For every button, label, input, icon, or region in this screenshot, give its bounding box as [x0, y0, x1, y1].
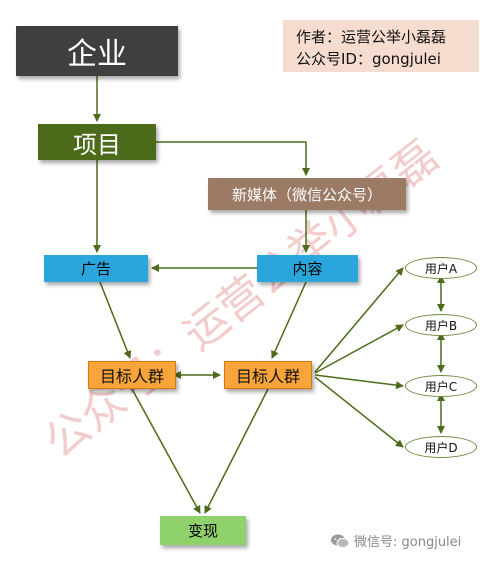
- line-project-newmedia: [156, 141, 310, 176]
- line-right-convert: [204, 388, 269, 514]
- line-target-user-c: [314, 374, 404, 390]
- author-name: 作者：运营公举小磊磊: [296, 28, 447, 46]
- line-target-user-b: [314, 324, 404, 374]
- node-project: 项目: [38, 124, 156, 160]
- user-d: 用户D: [405, 436, 477, 458]
- node-monetize: 变现: [160, 516, 246, 545]
- footer-wechat-id: 微信号: gongjulei: [354, 535, 462, 550]
- author-box: [283, 20, 479, 72]
- line-target-user-a: [314, 267, 404, 373]
- user-b: 用户B: [405, 314, 477, 336]
- user-c: 用户C: [405, 375, 477, 397]
- line-left-convert: [131, 388, 201, 514]
- footer: 微信号: gongjulei: [330, 531, 461, 550]
- node-enterprise: 企业: [16, 26, 178, 76]
- node-new-media: 新媒体（微信公众号）: [208, 178, 406, 210]
- node-content: 内容: [257, 255, 358, 282]
- node-ad: 广告: [44, 255, 148, 282]
- author-account-id: 公众号ID：gongjulei: [296, 50, 441, 68]
- node-target-audience-left: 目标人群: [88, 361, 176, 389]
- user-a: 用户A: [405, 257, 477, 279]
- node-target-audience-right: 目标人群: [224, 361, 312, 389]
- line-target-user-d: [314, 376, 404, 448]
- line-ad-target: [99, 281, 132, 359]
- wechat-icon: [331, 534, 350, 548]
- line-content-target: [271, 281, 307, 359]
